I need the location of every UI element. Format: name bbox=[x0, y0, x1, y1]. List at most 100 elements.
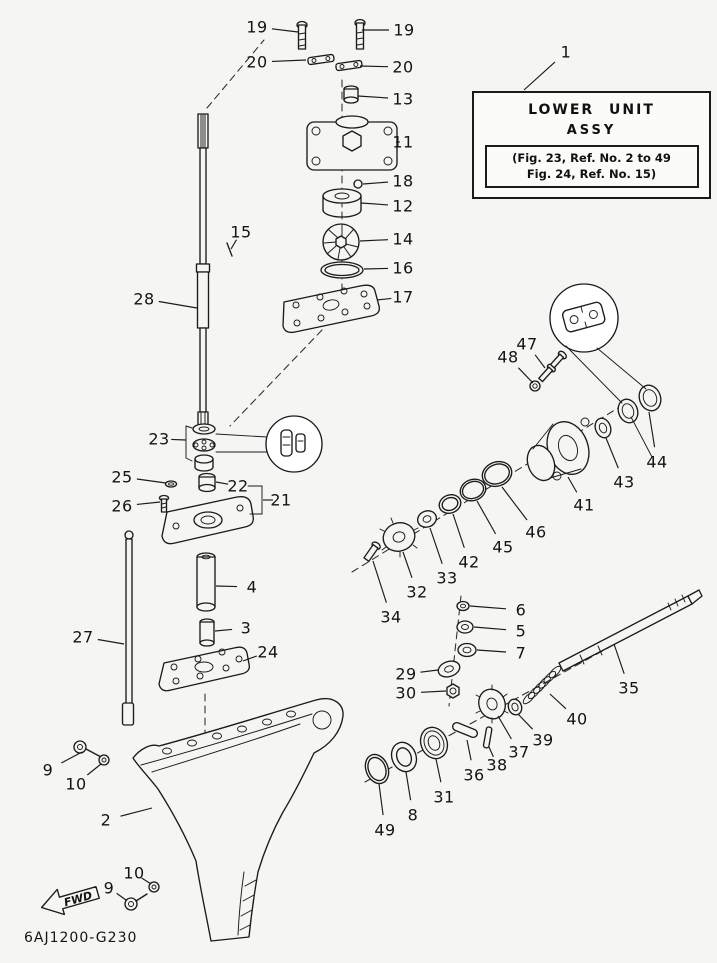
leader-line-39 bbox=[517, 713, 534, 730]
callout-34: 34 bbox=[380, 607, 402, 627]
pump-base-group bbox=[158, 472, 263, 545]
drive-shaft bbox=[195, 113, 211, 427]
callout-41: 41 bbox=[573, 495, 595, 515]
callout-5: 5 bbox=[515, 621, 527, 641]
callout-21: 21 bbox=[270, 490, 292, 510]
callout-32: 32 bbox=[406, 582, 428, 602]
callout-48: 48 bbox=[497, 347, 519, 367]
leader-line-37 bbox=[497, 715, 512, 740]
callout-13: 13 bbox=[392, 89, 414, 109]
callout-36: 36 bbox=[463, 765, 485, 785]
callout-28: 28 bbox=[133, 289, 155, 309]
callout-46: 46 bbox=[525, 522, 547, 542]
leader-line-41 bbox=[567, 476, 578, 493]
callout-22: 22 bbox=[227, 476, 249, 496]
callout-10: 10 bbox=[65, 774, 87, 794]
leader-line-33 bbox=[429, 527, 443, 564]
leader-line-43 bbox=[605, 437, 619, 469]
magnifier-detail-bearing bbox=[265, 415, 323, 473]
water-pump-assembly bbox=[282, 18, 398, 334]
leader-line-18 bbox=[362, 181, 389, 185]
washer-plate-20-right bbox=[335, 59, 363, 72]
callout-18: 18 bbox=[392, 171, 414, 191]
assembly-title-line1: LOWER UNIT bbox=[528, 102, 655, 118]
callout-30: 30 bbox=[395, 683, 417, 703]
callout-35: 35 bbox=[618, 678, 640, 698]
leader-line-8 bbox=[405, 771, 412, 801]
mount-bolt-set-lower bbox=[124, 881, 160, 911]
leader-line-23 bbox=[171, 438, 187, 441]
pinion-bearing-assembly bbox=[363, 350, 662, 562]
callout-47: 47 bbox=[516, 334, 538, 354]
leader-line-22 bbox=[215, 481, 229, 485]
leader-line-7 bbox=[476, 649, 507, 653]
callout-45: 45 bbox=[492, 537, 514, 557]
leader-line-25 bbox=[136, 478, 167, 484]
leader-line-20 bbox=[359, 65, 389, 68]
callout-42: 42 bbox=[458, 552, 480, 572]
prop-shaft-assembly bbox=[364, 589, 703, 785]
callout-27: 27 bbox=[72, 627, 94, 647]
shift-rod bbox=[121, 530, 135, 726]
leader-line-3 bbox=[214, 628, 233, 632]
callout-1: 1 bbox=[560, 42, 572, 62]
leader-line-9 bbox=[116, 892, 127, 901]
callout-43: 43 bbox=[613, 472, 635, 492]
leader-line-19 bbox=[271, 28, 299, 33]
leader-line-16 bbox=[363, 267, 389, 270]
callout-26: 26 bbox=[111, 496, 133, 516]
washer-plate-20-left bbox=[307, 53, 335, 66]
figure-reference-line1: (Fig. 23, Ref. No. 2 to 49 bbox=[512, 151, 671, 165]
leader-line-2 bbox=[120, 807, 153, 817]
callout-15: 15 bbox=[230, 222, 252, 242]
drawing-number: 6AJ1200-G230 bbox=[24, 930, 138, 946]
leader-line-42 bbox=[452, 513, 465, 548]
callout-2: 2 bbox=[100, 810, 112, 830]
callout-33: 33 bbox=[436, 568, 458, 588]
callout-6: 6 bbox=[515, 600, 527, 620]
callout-17: 17 bbox=[392, 287, 414, 307]
callout-44: 44 bbox=[646, 452, 668, 472]
callout-16: 16 bbox=[392, 258, 414, 278]
callout-25: 25 bbox=[111, 467, 133, 487]
callout-10-2: 10 bbox=[123, 863, 145, 883]
callout-3: 3 bbox=[240, 618, 252, 638]
leader-line-4 bbox=[215, 585, 238, 588]
leader-line-44 bbox=[648, 411, 656, 448]
callout-49: 49 bbox=[374, 820, 396, 840]
figure-reference-box: (Fig. 23, Ref. No. 2 to 49 Fig. 24, Ref.… bbox=[484, 145, 699, 189]
callout-20: 20 bbox=[246, 52, 268, 72]
leader-line-24 bbox=[242, 655, 257, 662]
leader-line-27 bbox=[97, 638, 125, 645]
spacer-and-gasket bbox=[158, 552, 250, 692]
leader-line-35 bbox=[613, 643, 625, 674]
leader-line-12 bbox=[360, 202, 389, 206]
leader-line-13 bbox=[357, 95, 389, 99]
figure-reference-line2: Fig. 24, Ref. No. 15) bbox=[526, 167, 657, 182]
leader-line-31 bbox=[435, 758, 442, 783]
callout-29: 29 bbox=[395, 664, 417, 684]
callout-40: 40 bbox=[566, 709, 588, 729]
callout-38: 38 bbox=[486, 755, 508, 775]
leader-line-26 bbox=[136, 501, 161, 505]
leader-line-32 bbox=[402, 551, 413, 578]
assembly-title-box: LOWER UNIT ASSY (Fig. 23, Ref. No. 2 to … bbox=[472, 91, 711, 200]
callout-9-2: 9 bbox=[103, 878, 115, 898]
leader-line-6 bbox=[469, 605, 507, 610]
callout-39: 39 bbox=[532, 730, 554, 750]
leader-line-28 bbox=[158, 300, 198, 309]
lower-casing bbox=[132, 698, 344, 942]
callout-9: 9 bbox=[42, 760, 54, 780]
leader-line-38 bbox=[488, 746, 494, 758]
callout-19: 19 bbox=[246, 17, 268, 37]
leader-line-34 bbox=[372, 560, 387, 603]
dowel-pin-15 bbox=[226, 242, 233, 257]
leader-line-30 bbox=[420, 690, 447, 693]
callout-31: 31 bbox=[433, 787, 455, 807]
bearing-stack-23 bbox=[185, 423, 269, 472]
leader-line-49 bbox=[378, 783, 384, 816]
leader-line-14 bbox=[359, 239, 389, 242]
callout-8: 8 bbox=[407, 805, 419, 825]
leader-line-9 bbox=[61, 751, 83, 764]
leader-line-1 bbox=[523, 61, 556, 91]
